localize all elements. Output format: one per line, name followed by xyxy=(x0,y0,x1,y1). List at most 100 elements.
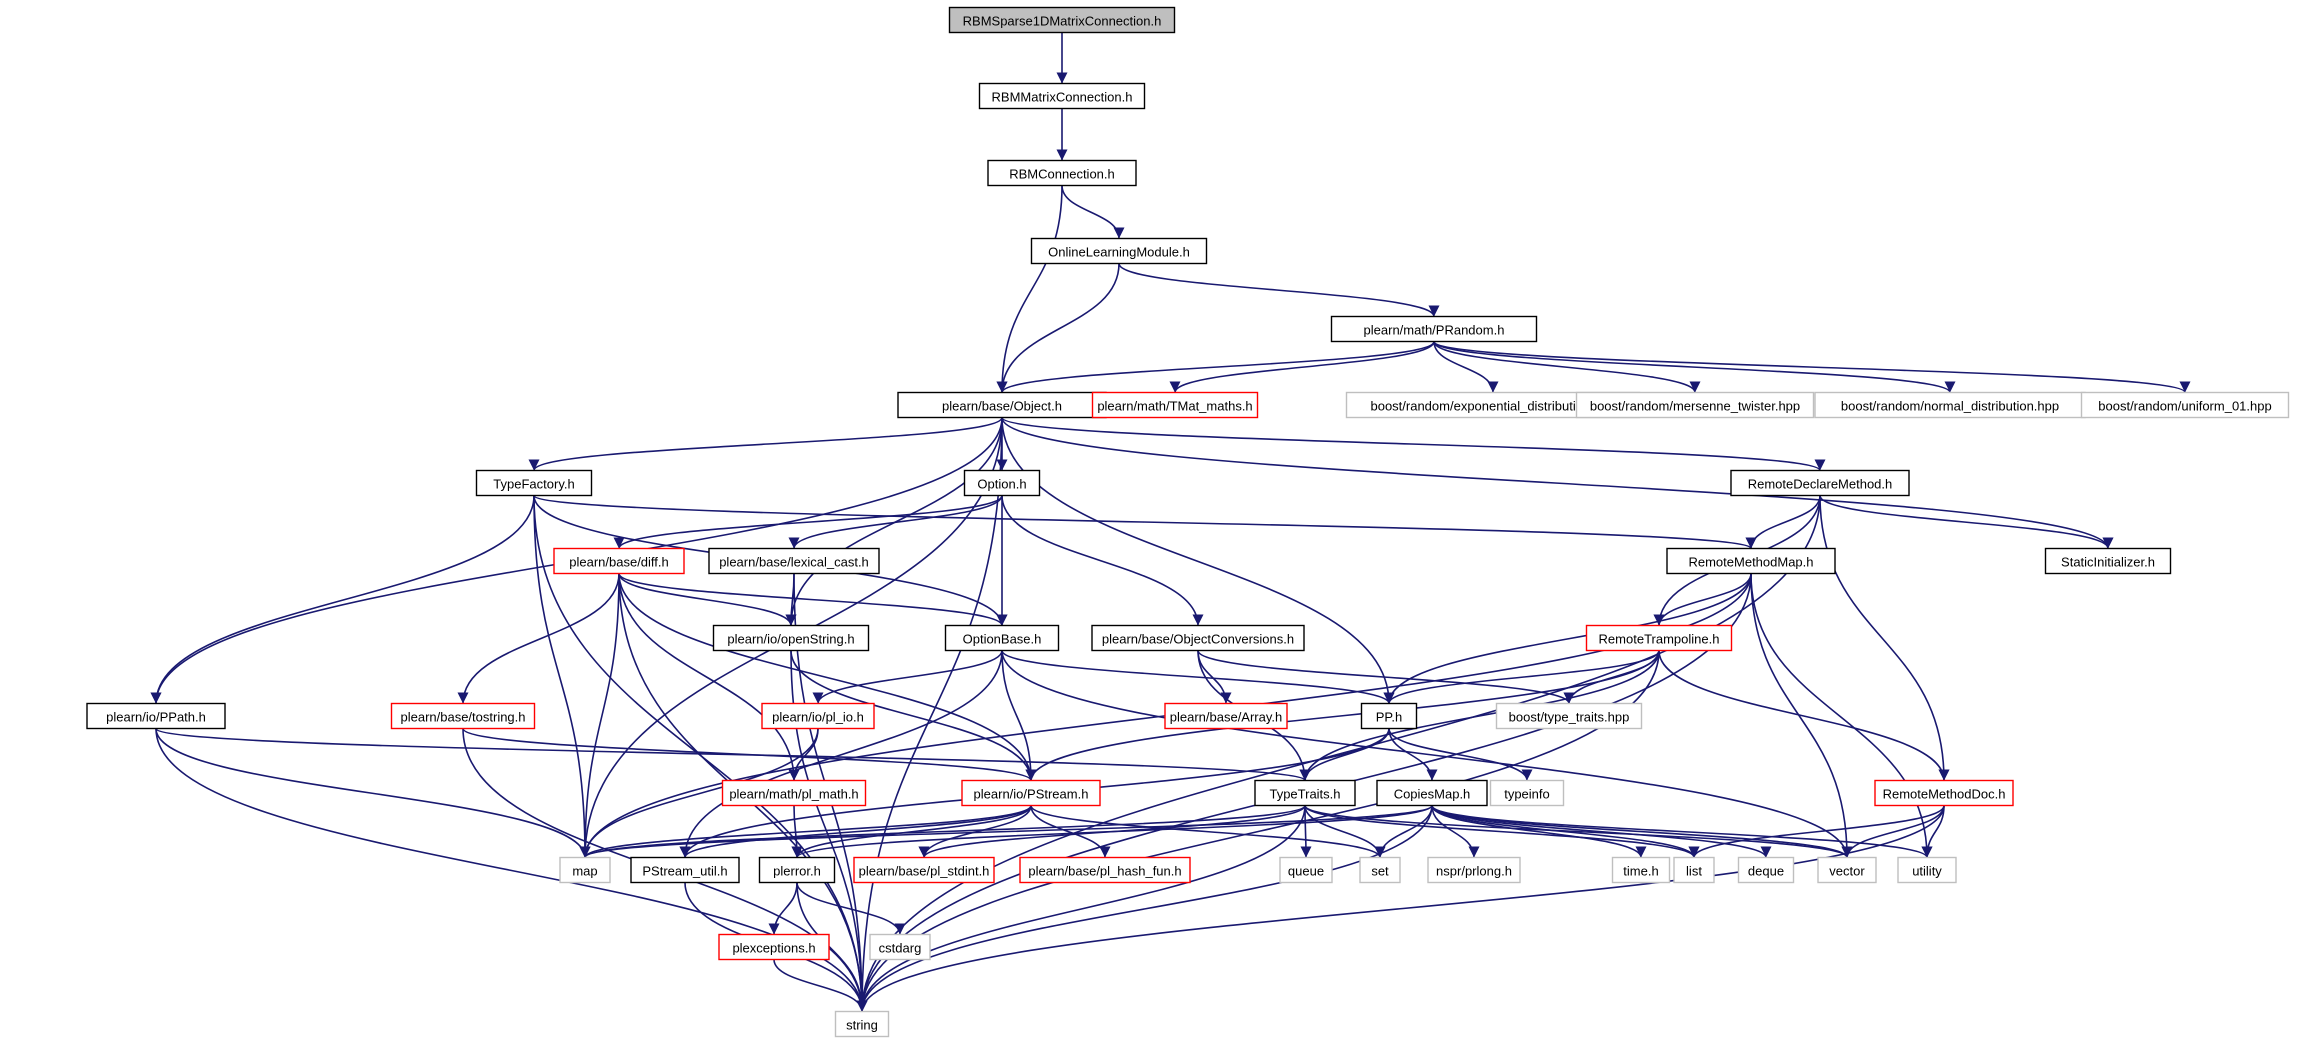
node-label: CopiesMap.h xyxy=(1394,787,1471,802)
node-remotemap[interactable]: RemoteMethodMap.h xyxy=(1666,547,1836,575)
node-diff[interactable]: plearn/base/diff.h xyxy=(553,547,685,575)
edge-remotemap-to-utility xyxy=(1750,573,1933,858)
node-map: map xyxy=(559,856,611,884)
edge-diff-to-openstring xyxy=(618,573,797,626)
node-box xyxy=(1489,779,1565,807)
edge-typefactory-to-remotemap xyxy=(533,494,1757,550)
node-label: boost/random/normal_distribution.hpp xyxy=(1841,399,2059,414)
node-copiesmap[interactable]: CopiesMap.h xyxy=(1376,779,1488,807)
node-rbmconn[interactable]: RBMConnection.h xyxy=(987,159,1137,187)
edge-diff-to-optionbase xyxy=(618,573,1008,626)
node-label: plearn/math/pl_math.h xyxy=(729,787,858,802)
node-deque: deque xyxy=(1737,856,1795,884)
node-stdint[interactable]: plearn/base/pl_stdint.h xyxy=(853,856,995,884)
node-label: boost/random/exponential_distribution.hp… xyxy=(1370,399,1615,414)
node-rbmmatrix[interactable]: RBMMatrixConnection.h xyxy=(978,82,1146,110)
node-box xyxy=(1575,391,1815,419)
edge-remotetramp-to-typetraits xyxy=(1299,650,1660,781)
node-box xyxy=(1611,856,1671,884)
node-box xyxy=(1279,856,1333,884)
edge-copiesmap-to-prlong xyxy=(1431,805,1480,858)
node-pph[interactable]: PP.h xyxy=(1360,702,1418,730)
node-pstreamutil[interactable]: PStream_util.h xyxy=(630,856,740,884)
edge-pstream-to-plerror xyxy=(791,805,1032,858)
node-timeh: time.h xyxy=(1611,856,1671,884)
node-box xyxy=(2044,547,2172,575)
node-rbmsparse[interactable]: RBMSparse1DMatrixConnection.h xyxy=(948,6,1176,34)
node-openstring[interactable]: plearn/io/openString.h xyxy=(712,624,870,652)
node-remotetramp[interactable]: RemoteTrampoline.h xyxy=(1585,624,1733,652)
edge-diff-to-plmath xyxy=(618,573,800,781)
node-prlong: nspr/prlong.h xyxy=(1427,856,1521,884)
node-box xyxy=(963,469,1041,497)
node-plerror[interactable]: plerror.h xyxy=(758,856,836,884)
node-tostring[interactable]: plearn/base/tostring.h xyxy=(390,702,536,730)
node-box xyxy=(1897,856,1957,884)
edge-diff-to-map xyxy=(579,573,620,858)
node-label: plearn/base/Object.h xyxy=(942,399,1062,414)
node-box xyxy=(1814,391,2086,419)
node-online[interactable]: OnlineLearningModule.h xyxy=(1030,237,1208,265)
edge-remotedoc-to-vector xyxy=(1841,805,1945,858)
node-box xyxy=(1030,237,1208,265)
node-typefactory[interactable]: TypeFactory.h xyxy=(475,469,593,497)
node-box xyxy=(1091,391,1259,419)
edge-optionbase-to-pph xyxy=(1001,650,1395,704)
node-hashfun[interactable]: plearn/base/pl_hash_fun.h xyxy=(1019,856,1191,884)
edge-copiesmap-to-deque xyxy=(1431,805,1772,858)
node-objconv[interactable]: plearn/base/ObjectConversions.h xyxy=(1091,624,1305,652)
edge-prandom-to-normdist xyxy=(1433,340,1956,394)
node-ppath[interactable]: plearn/io/PPath.h xyxy=(86,702,226,730)
node-box xyxy=(708,547,880,575)
node-box xyxy=(1254,779,1356,807)
node-remotedeclare[interactable]: RemoteDeclareMethod.h xyxy=(1730,469,1910,497)
edge-diff-to-pstream xyxy=(618,573,1037,781)
node-prandom[interactable]: plearn/math/PRandom.h xyxy=(1330,315,1538,343)
node-label: list xyxy=(1686,864,1702,879)
node-box xyxy=(1666,547,1836,575)
node-box xyxy=(2080,391,2290,419)
edge-object-to-staticinit xyxy=(1001,417,2114,549)
node-label: vector xyxy=(1829,864,1865,879)
node-remotedoc[interactable]: RemoteMethodDoc.h xyxy=(1874,779,2014,807)
node-plmath[interactable]: plearn/math/pl_math.h xyxy=(721,779,867,807)
node-box xyxy=(1673,856,1715,884)
node-label: plearn/base/lexical_cast.h xyxy=(719,555,869,570)
edge-diff-to-tostring xyxy=(457,573,620,704)
edge-pstream-to-hashfun xyxy=(1030,805,1111,858)
edge-remotedoc-to-utility xyxy=(1921,805,1945,858)
edge-copiesmap-to-map xyxy=(579,804,1433,859)
node-string: string xyxy=(834,1010,890,1038)
node-label: plearn/io/PStream.h xyxy=(974,787,1089,802)
node-label: OnlineLearningModule.h xyxy=(1048,245,1190,260)
node-label: plexceptions.h xyxy=(732,941,815,956)
edge-rbmconn-to-online xyxy=(1061,185,1125,239)
edge-copiesmap-to-list xyxy=(1431,805,1700,858)
node-plio[interactable]: plearn/io/pl_io.h xyxy=(761,702,875,730)
node-box xyxy=(721,779,867,807)
edge-typetraits-to-string xyxy=(856,805,1306,1012)
node-object[interactable]: plearn/base/Object.h xyxy=(897,391,1107,419)
node-lexical[interactable]: plearn/base/lexical_cast.h xyxy=(708,547,880,575)
node-label: PStream_util.h xyxy=(642,864,727,879)
edge-prandom-to-uniform xyxy=(1433,340,2191,394)
node-optionbase[interactable]: OptionBase.h xyxy=(944,624,1060,652)
node-tmat[interactable]: plearn/math/TMat_maths.h xyxy=(1091,391,1259,419)
node-box xyxy=(1495,702,1643,730)
node-label: map xyxy=(572,864,597,879)
edge-rbmconn-to-object xyxy=(996,185,1063,393)
node-label: Option.h xyxy=(977,477,1026,492)
node-staticinit[interactable]: StaticInitializer.h xyxy=(2044,547,2172,575)
node-option[interactable]: Option.h xyxy=(963,469,1041,497)
node-box xyxy=(948,6,1176,34)
node-pstream[interactable]: plearn/io/PStream.h xyxy=(961,779,1101,807)
edge-optionbase-to-plio xyxy=(812,650,1003,704)
node-utility: utility xyxy=(1897,856,1957,884)
edge-copiesmap-to-vector xyxy=(1431,805,1853,858)
edge-prandom-to-object xyxy=(996,340,1435,394)
node-label: cstdarg xyxy=(879,941,922,956)
node-typetraits[interactable]: TypeTraits.h xyxy=(1254,779,1356,807)
node-plexceptions[interactable]: plexceptions.h xyxy=(718,933,830,961)
node-array[interactable]: plearn/base/Array.h xyxy=(1164,702,1288,730)
